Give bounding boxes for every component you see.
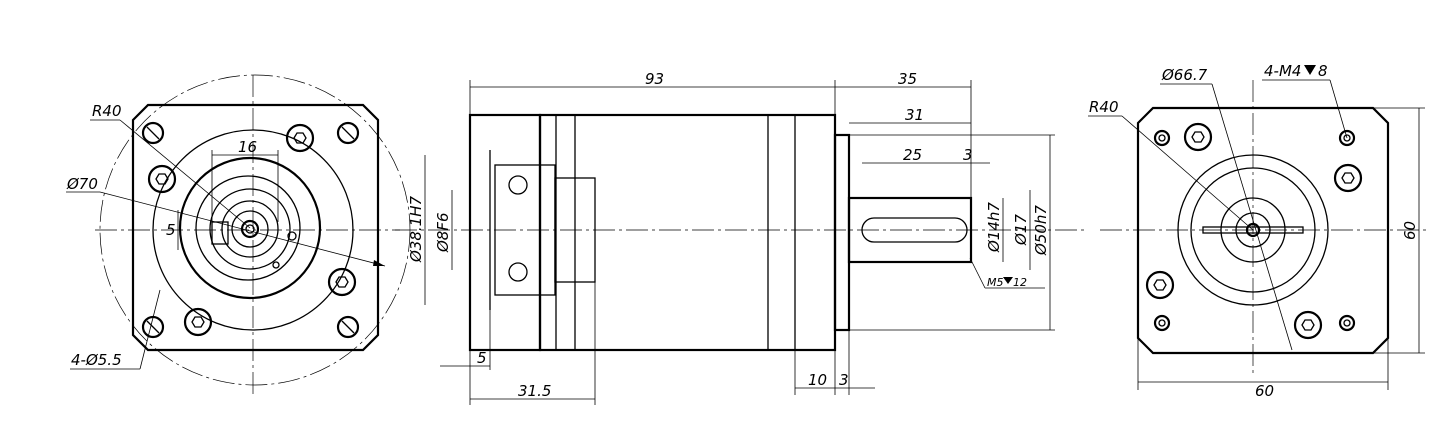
front-hex-bolt-br — [327, 267, 357, 297]
rear-key — [1202, 226, 1304, 234]
side-screw-bottom — [508, 262, 528, 282]
rear-pcd-label: Ø66.7 — [1161, 66, 1208, 84]
front-hex-bolt-bl — [183, 307, 213, 337]
side-input-depth-label: 31.5 — [518, 382, 551, 400]
side-gear-housing — [538, 113, 837, 352]
front-slot-label: 5 — [166, 221, 176, 239]
side-key-length-label: 25 — [903, 146, 922, 164]
front-holes-label: 4-Ø5.5 — [71, 351, 122, 369]
rear-width-label: 60 — [1255, 382, 1274, 400]
front-hex-bolt-tr — [285, 123, 315, 153]
front-inner-circle — [195, 175, 301, 281]
front-housing-circle — [152, 129, 354, 331]
front-shaft-hole-inner — [245, 224, 255, 234]
side-key-end-label: 31 — [905, 106, 924, 124]
side-spigot — [833, 133, 851, 332]
rear-thread-depth-symbol — [1304, 65, 1316, 75]
side-shoulder-dia-label: Ø17 — [1012, 214, 1030, 246]
rear-spigot-outer — [1177, 154, 1329, 306]
side-tap-depth-symbol — [1003, 277, 1013, 284]
side-shaft-dia-label: Ø14h7 — [985, 202, 1003, 253]
rear-shaft-shoulder — [1220, 197, 1286, 263]
front-corner-hole-bl — [141, 315, 165, 339]
side-tap-leader — [969, 257, 986, 289]
front-view: R40 Ø70 16 5 4-Ø5.5 — [66, 74, 411, 395]
side-input-flange — [468, 113, 542, 352]
front-r40-leader — [119, 119, 251, 229]
rear-threads-label: 4-M4 — [1264, 62, 1301, 80]
side-spigot-len-label: 3 — [839, 371, 849, 389]
rear-radius-label: R40 — [1089, 98, 1119, 116]
front-flange-outline — [131, 103, 380, 352]
front-clamp-screw — [287, 231, 297, 241]
side-output-shaft — [847, 196, 973, 264]
side-input-offset-label: 5 — [477, 349, 487, 367]
rear-hex-bolt-tl — [1183, 122, 1213, 152]
rear-hex-bolt-l — [1145, 270, 1175, 300]
side-pilot-label: Ø8F6 — [434, 212, 452, 253]
side-key — [861, 217, 968, 243]
rear-shaft — [1235, 212, 1271, 248]
front-corner-hole-br — [336, 315, 360, 339]
rear-view: R40 Ø66.7 4-M4 8 60 60 — [1088, 62, 1430, 400]
front-radius-label: R40 — [92, 102, 122, 120]
rear-hex-bolt-br — [1293, 310, 1323, 340]
side-shaft-length-label: 35 — [898, 70, 917, 88]
front-spigot-circle — [178, 156, 322, 300]
side-screw-top — [508, 175, 528, 195]
front-pcd-label: Ø70 — [66, 175, 98, 193]
front-holes-leader — [139, 289, 161, 370]
rear-height-label: 60 — [1401, 221, 1419, 240]
front-hex-bolt-tl — [147, 164, 177, 194]
rear-tap-bl — [1153, 314, 1171, 332]
side-view: 93 35 31 25 3 Ø38.1H7 Ø8F6 Ø14h7 Ø17 Ø50… — [395, 70, 1085, 405]
rear-r40-leader — [1121, 115, 1254, 231]
front-key-width-label: 16 — [238, 138, 257, 156]
side-spigot-dia-label: Ø50h7 — [1032, 205, 1050, 256]
front-input-bore — [209, 188, 291, 270]
rear-thread-depth-label: 8 — [1318, 62, 1328, 80]
side-total-length-label: 93 — [645, 70, 664, 88]
side-key-offset-label: 3 — [963, 146, 973, 164]
rear-tap-tr — [1338, 129, 1356, 147]
front-pinion-circle — [231, 210, 269, 248]
rear-tap-br — [1338, 314, 1356, 332]
front-clamp-screw-2 — [272, 261, 280, 269]
front-clamp-circle — [221, 200, 279, 258]
front-pcd-leader — [99, 191, 386, 267]
rear-thread-leader — [1329, 79, 1348, 139]
side-tap-label: M5 — [987, 276, 1004, 289]
rear-spigot-inner — [1190, 167, 1316, 293]
side-tap-depth-label: 12 — [1013, 276, 1027, 289]
front-clamp-slot — [211, 221, 229, 245]
side-flange-thick-label: 10 — [808, 371, 827, 389]
front-corner-hole-tl — [141, 121, 165, 145]
front-pcd-arrow — [373, 260, 385, 266]
rear-center-tap — [1245, 222, 1261, 238]
rear-hex-bolt-r — [1333, 163, 1363, 193]
rear-tap-tl — [1153, 129, 1171, 147]
front-corner-hole-tr — [336, 121, 360, 145]
side-bore-label: Ø38.1H7 — [407, 196, 425, 263]
rear-pcd-leader — [1211, 83, 1293, 351]
